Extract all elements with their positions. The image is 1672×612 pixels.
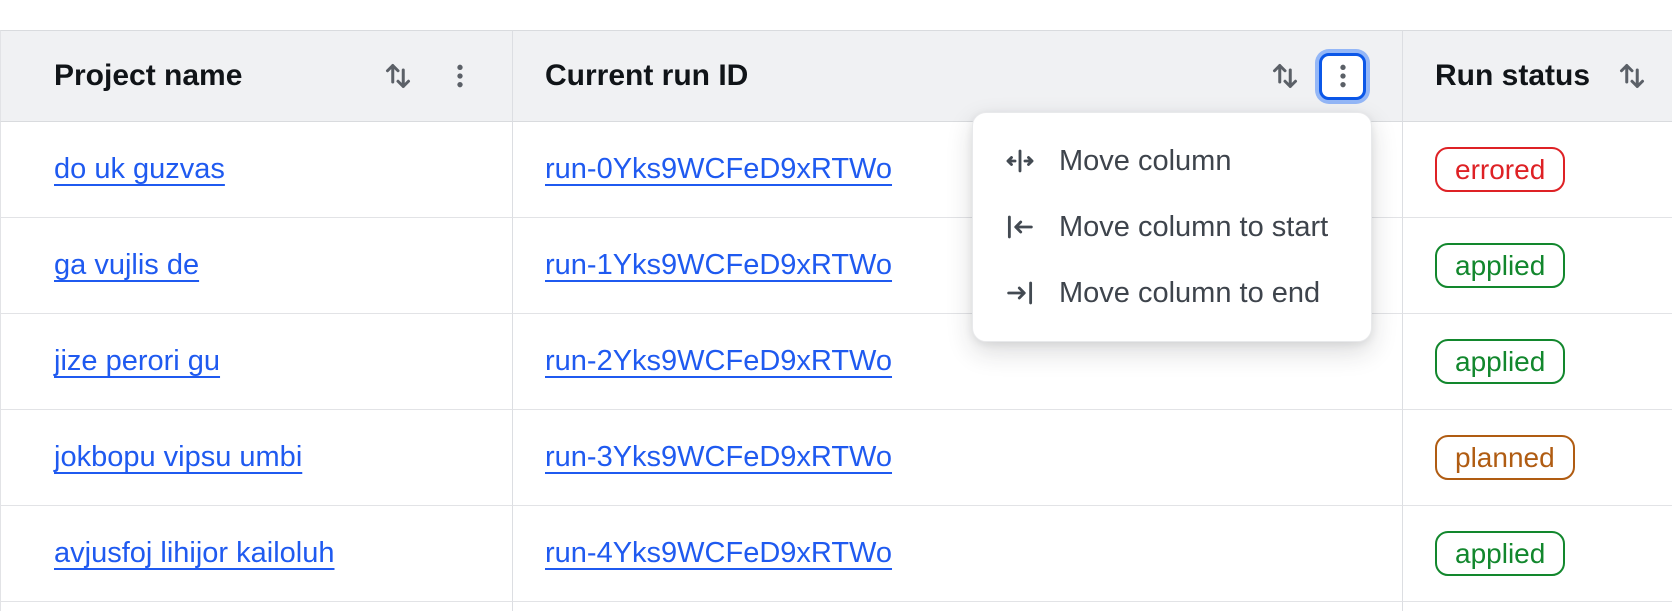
- project-name-cell: ga vujlis de: [22, 218, 513, 314]
- run-status-cell: applied: [1403, 314, 1672, 410]
- column-options-menu: Move column Move column to start Move co…: [972, 112, 1372, 342]
- menu-item-move-column-to-start[interactable]: Move column to start: [973, 194, 1371, 260]
- column-header-run-status: Run status: [1403, 30, 1672, 122]
- project-name-options-button[interactable]: [444, 60, 476, 92]
- project-name-cell: do uk guzvas: [22, 122, 513, 218]
- status-badge: applied: [1435, 531, 1566, 576]
- project-link[interactable]: jokbopu vipsu umbi: [54, 441, 303, 473]
- run-status-cell: applied: [1403, 218, 1672, 314]
- sort-run-status-button[interactable]: [1614, 58, 1650, 94]
- menu-item-label: Move column to start: [1059, 210, 1329, 243]
- menu-item-label: Move column to end: [1059, 276, 1321, 309]
- more-options-icon: [1339, 64, 1346, 88]
- project-name-cell: avjusfoj lihijor kailoluh: [22, 506, 513, 602]
- projects-table: Project name Current run ID: [0, 30, 1672, 611]
- more-options-icon: [457, 64, 463, 88]
- column-header-current-run-id: Current run ID: [513, 30, 1403, 122]
- sort-project-name-button[interactable]: [380, 58, 416, 94]
- partial-row-cell: [513, 602, 1403, 611]
- run-status-cell: planned: [1403, 410, 1672, 506]
- move-column-icon: [1006, 149, 1034, 173]
- swap-vertical-icon: [386, 64, 410, 88]
- menu-item-move-column-to-end[interactable]: Move column to end: [973, 260, 1371, 326]
- run-id-link[interactable]: run-0Yks9WCFeD9xRTWo: [545, 153, 893, 185]
- project-link[interactable]: do uk guzvas: [54, 153, 225, 185]
- run-status-header-label: Run status: [1435, 59, 1591, 92]
- run-status-cell: errored: [1403, 122, 1672, 218]
- menu-item-move-column[interactable]: Move column: [973, 128, 1371, 194]
- status-badge: planned: [1435, 435, 1575, 480]
- run-id-link[interactable]: run-4Yks9WCFeD9xRTWo: [545, 537, 893, 569]
- run-status-cell: applied: [1403, 506, 1672, 602]
- project-name-cell: jize perori gu: [22, 314, 513, 410]
- project-link[interactable]: ga vujlis de: [54, 249, 200, 281]
- project-link[interactable]: jize perori gu: [54, 345, 221, 377]
- partial-row-cell: [22, 602, 513, 611]
- menu-item-label: Move column: [1059, 144, 1232, 177]
- project-name-cell: jokbopu vipsu umbi: [22, 410, 513, 506]
- move-column-to-end-icon: [1007, 281, 1033, 305]
- current-run-id-header-label: Current run ID: [545, 59, 749, 92]
- move-column-to-start-icon: [1007, 215, 1033, 239]
- project-name-header-label: Project name: [54, 59, 243, 92]
- run-id-cell: run-3Yks9WCFeD9xRTWo: [513, 410, 1403, 506]
- run-id-cell: run-2Yks9WCFeD9xRTWo: [513, 314, 1403, 410]
- partial-row-cell: [1403, 602, 1672, 611]
- run-id-link[interactable]: run-2Yks9WCFeD9xRTWo: [545, 345, 893, 377]
- status-badge: applied: [1435, 243, 1566, 288]
- status-badge: errored: [1435, 147, 1566, 192]
- current-run-id-options-button[interactable]: [1319, 52, 1366, 100]
- sort-current-run-id-button[interactable]: [1267, 58, 1303, 94]
- swap-vertical-icon: [1620, 64, 1644, 88]
- column-header-project-name: Project name: [22, 30, 513, 122]
- swap-vertical-icon: [1273, 64, 1297, 88]
- run-id-link[interactable]: run-3Yks9WCFeD9xRTWo: [545, 441, 893, 473]
- status-badge: applied: [1435, 339, 1566, 384]
- run-id-link[interactable]: run-1Yks9WCFeD9xRTWo: [545, 249, 893, 281]
- run-id-cell: run-4Yks9WCFeD9xRTWo: [513, 506, 1403, 602]
- project-link[interactable]: avjusfoj lihijor kailoluh: [54, 537, 335, 569]
